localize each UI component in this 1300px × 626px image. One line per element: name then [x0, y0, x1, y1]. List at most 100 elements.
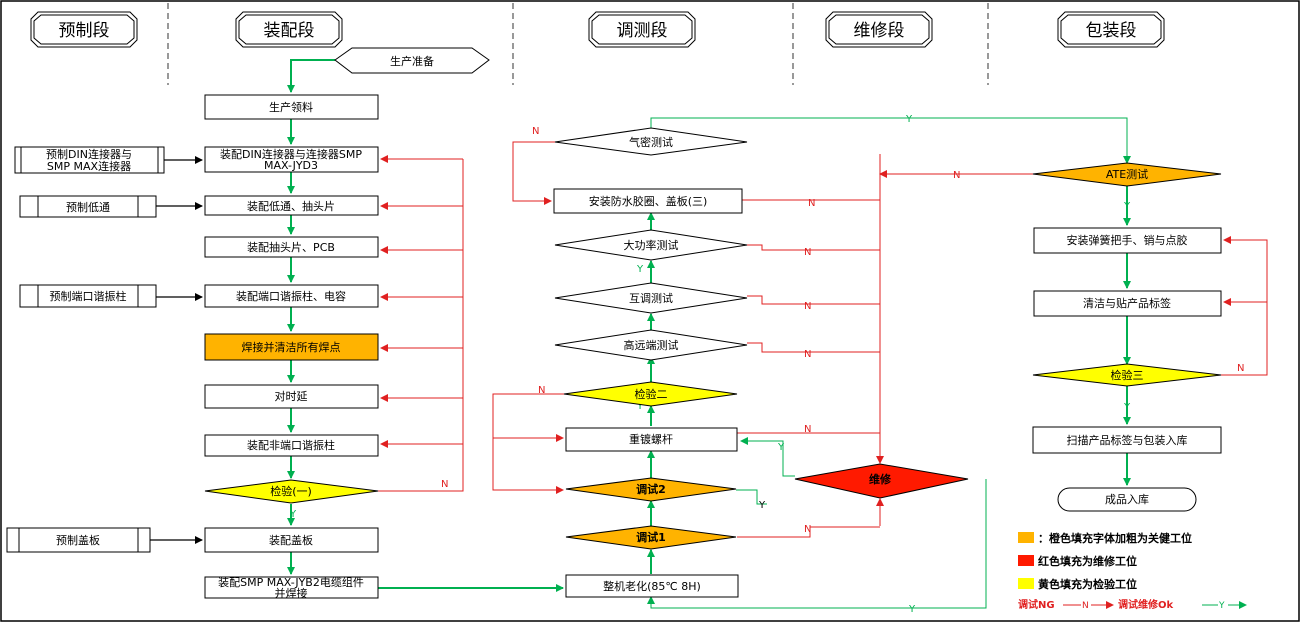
legend: ：橙色填充字体加粗为关健工位 红色填充为维修工位 黄色填充为检验工位 调试NG … — [1018, 531, 1247, 611]
node-pre-din: 预制DIN连接器与 SMP MAX连接器 — [14, 146, 165, 174]
prefab-arrows — [150, 156, 203, 544]
section-header-pack: 包装段 — [1057, 11, 1165, 48]
flow-label-no: N — [441, 479, 448, 490]
svg-text:安装弹簧把手、销与点胶: 安装弹簧把手、销与点胶 — [1067, 233, 1188, 247]
svg-text:检验(一): 检验(一) — [270, 484, 312, 498]
svg-text:安装防水胶圈、盖板(三): 安装防水胶圈、盖板(三) — [589, 194, 708, 208]
legend-label-red: 红色填充为维修工位 — [1038, 554, 1137, 568]
section-title-repair: 维修段 — [854, 21, 905, 41]
flow-label-yes: Y — [1123, 201, 1131, 212]
svg-text:ATE测试: ATE测试 — [1106, 168, 1148, 181]
node-aging: 整机老化(85℃ 8H) — [565, 574, 739, 598]
node-asm-port: 装配端口谐振柱、电容 — [204, 284, 379, 308]
flow-label-yes: Y — [908, 604, 916, 615]
svg-text:装配低通、抽头片: 装配低通、抽头片 — [247, 199, 335, 213]
legend-line-ok-label: 调试维修Ok — [1118, 598, 1174, 611]
node-asm-pcb: 装配抽头片、PCB — [204, 236, 379, 258]
flow-label-no: N — [804, 349, 811, 360]
svg-text:装配端口谐振柱、电容: 装配端口谐振柱、电容 — [236, 289, 346, 303]
node-spring: 安装弹簧把手、销与点胶 — [1033, 227, 1222, 254]
svg-text:焊接并清洁所有焊点: 焊接并清洁所有焊点 — [242, 340, 341, 354]
flow-label-yes: Y — [905, 114, 913, 125]
node-intermod: 互调测试 — [554, 282, 748, 314]
flow-label-no: N — [808, 198, 815, 209]
section-title-pack: 包装段 — [1086, 21, 1137, 41]
inspect3-rework-lines — [1221, 236, 1268, 376]
node-asm-cable: 装配SMP MAX-JYB2电缆组件 并焊接 — [204, 575, 379, 600]
flow-label-no: N — [804, 247, 811, 258]
node-finished: 成品入库 — [1057, 487, 1197, 512]
flow-label-yes: Y — [1123, 402, 1131, 413]
node-asm-nonport: 装配非端口谐振柱 — [204, 434, 379, 457]
svg-text:检验二: 检验二 — [635, 387, 668, 401]
node-repair: 维修 — [794, 463, 969, 499]
svg-text:预制盖板: 预制盖板 — [56, 533, 100, 547]
svg-text:大功率测试: 大功率测试 — [624, 238, 679, 252]
node-debug2: 调试2 — [565, 477, 737, 502]
legend-swatch-red — [1018, 555, 1034, 566]
svg-text:重镀螺杆: 重镀螺杆 — [629, 432, 673, 446]
legend-swatch-yellow — [1018, 578, 1034, 589]
svg-text:调试1: 调试1 — [636, 530, 666, 544]
svg-text:生产准备: 生产准备 — [390, 54, 434, 68]
svg-text:维修: 维修 — [869, 472, 892, 486]
flow-label-no: N — [953, 170, 960, 181]
svg-text:并焊接: 并焊接 — [275, 586, 308, 600]
node-inspect1: 检验(一) — [204, 479, 379, 504]
flow-label-yes: Y — [636, 401, 644, 412]
legend-label-orange: ：橙色填充字体加粗为关健工位 — [1038, 531, 1192, 545]
node-ate: ATE测试 — [1032, 162, 1222, 187]
flow-label-no: N — [804, 524, 811, 535]
node-weld: 焊接并清洁所有焊点 — [204, 333, 379, 361]
node-production-prep: 生产准备 — [334, 47, 490, 74]
svg-text:互调测试: 互调测试 — [629, 292, 673, 305]
flow-label-no: N — [804, 424, 811, 435]
node-inspect2: 检验二 — [563, 381, 738, 407]
svg-text:预制低通: 预制低通 — [66, 201, 110, 214]
flow-label-no: N — [1237, 363, 1244, 374]
node-pre-lowpass: 预制低通 — [19, 195, 157, 218]
svg-text:装配抽头片、PCB: 装配抽头片、PCB — [247, 240, 335, 254]
section-header-repair: 维修段 — [825, 11, 933, 48]
svg-text:检验三: 检验三 — [1111, 368, 1144, 382]
node-timing: 对时延 — [204, 384, 379, 409]
node-farend: 高远端测试 — [554, 329, 748, 361]
flow-label-yes: Y — [758, 500, 766, 511]
flow-label-yes: Y — [777, 442, 785, 453]
node-asm-cover: 装配盖板 — [204, 527, 379, 553]
section-header-assembly: 装配段 — [235, 11, 343, 48]
svg-text:装配盖板: 装配盖板 — [269, 533, 313, 547]
flow-label-yes: Y — [636, 264, 644, 275]
test-ng-lines — [492, 141, 1033, 538]
legend-red-arrow-gap — [1081, 599, 1091, 609]
svg-text:装配SMP MAX-JYB2电缆组件: 装配SMP MAX-JYB2电缆组件 — [218, 575, 364, 589]
flow-label-yes: Y — [289, 509, 297, 520]
section-title-test: 调测段 — [617, 21, 668, 41]
svg-text:对时延: 对时延 — [275, 389, 308, 403]
flow-label-no: N — [538, 385, 545, 396]
node-debug1: 调试1 — [565, 525, 737, 550]
test-thin-green-lines — [647, 117, 1131, 609]
legend-label-yellow: 黄色填充为检验工位 — [1038, 577, 1137, 591]
legend-line-y-label: Y — [1218, 601, 1225, 611]
node-waterproof: 安装防水胶圈、盖板(三) — [553, 188, 743, 214]
svg-text:调试2: 调试2 — [636, 482, 666, 496]
node-screws: 重镀螺杆 — [565, 427, 738, 452]
node-pre-cover: 预制盖板 — [6, 527, 151, 553]
node-airtight: 气密测试 — [554, 127, 748, 156]
svg-text:清洁与贴产品标签: 清洁与贴产品标签 — [1083, 296, 1171, 310]
node-inspect3: 检验三 — [1032, 363, 1222, 387]
legend-green-arrow-gap — [1218, 599, 1228, 609]
svg-text:生产领料: 生产领料 — [269, 100, 313, 114]
node-scan: 扫描产品标签与包装入库 — [1032, 426, 1222, 454]
svg-text:成品入库: 成品入库 — [1105, 493, 1149, 506]
legend-swatch-orange — [1018, 532, 1034, 543]
svg-text:高远端测试: 高远端测试 — [624, 338, 679, 352]
section-title-prefab: 预制段 — [59, 21, 110, 41]
svg-text:整机老化(85℃ 8H): 整机老化(85℃ 8H) — [603, 579, 701, 593]
legend-line-n-label: N — [1082, 601, 1089, 611]
node-asm-lowpass: 装配低通、抽头片 — [204, 195, 379, 216]
node-pre-port: 预制端口谐振柱 — [19, 284, 157, 308]
